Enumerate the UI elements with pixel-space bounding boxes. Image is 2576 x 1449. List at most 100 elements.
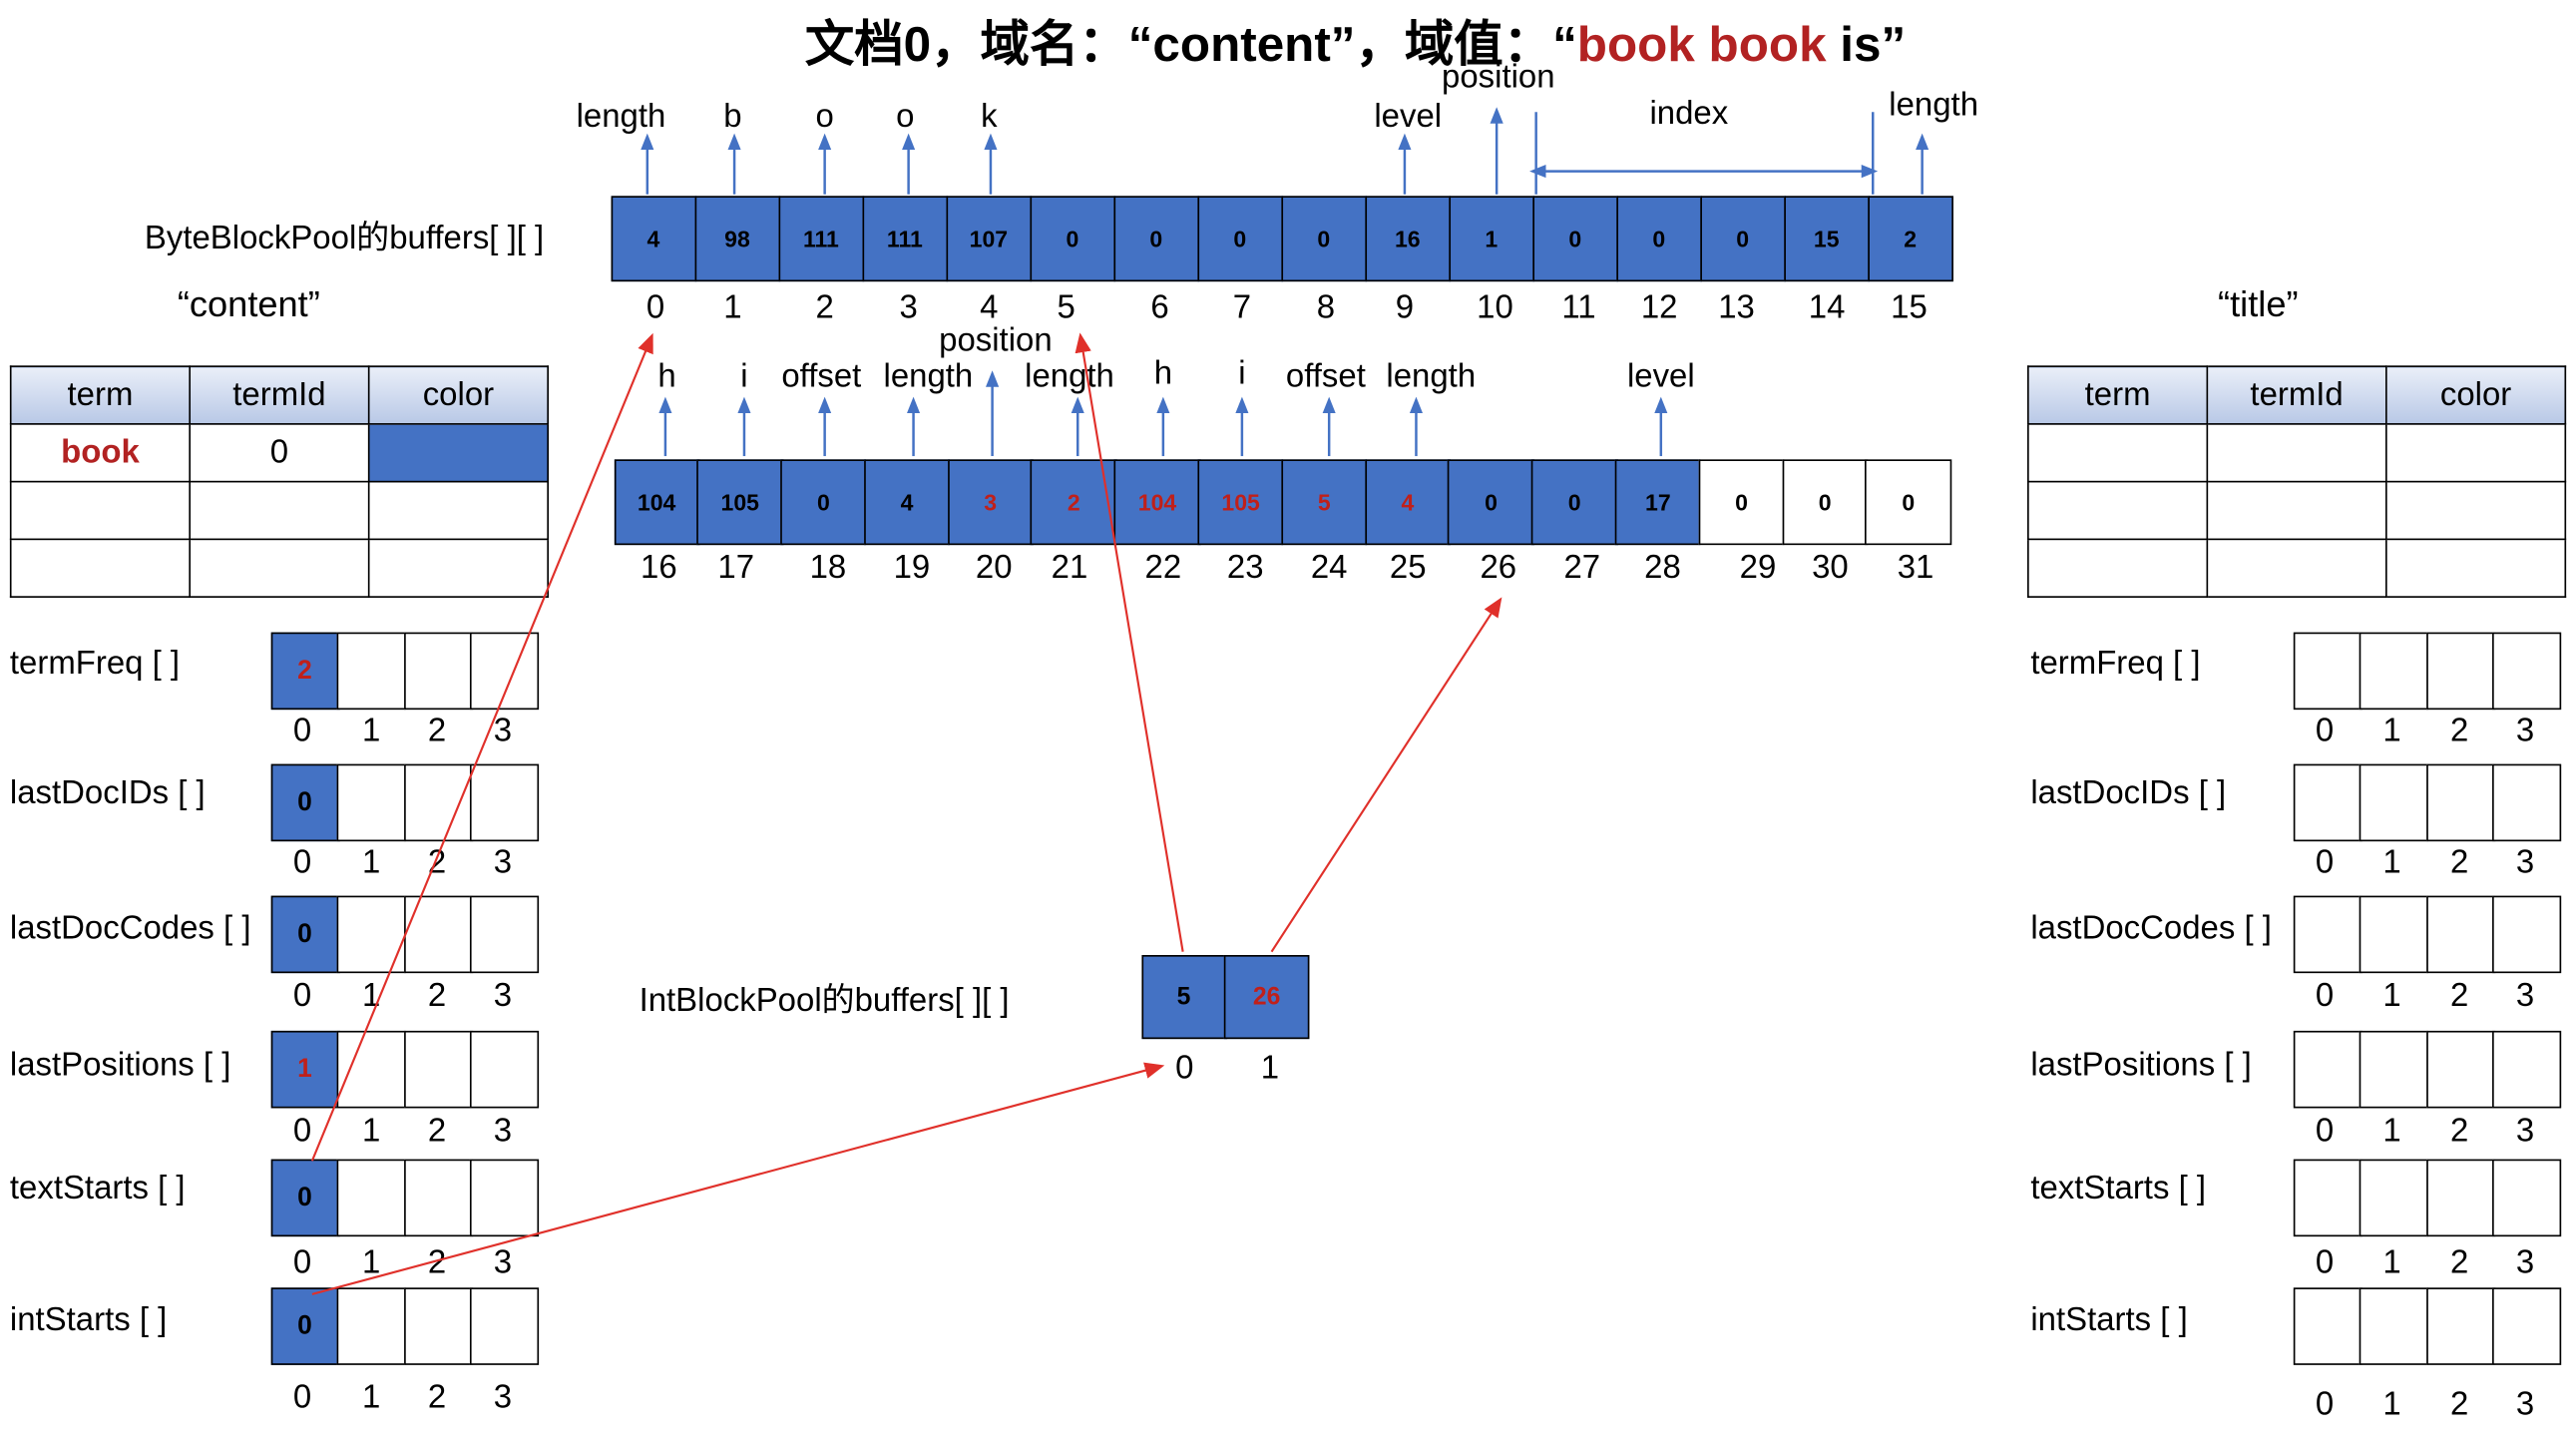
array-cell [2425,632,2495,711]
array-cell [469,1159,540,1237]
array-cell [2492,1030,2562,1109]
array-index-label: 1 [2382,1244,2401,1281]
index-label: 0 [645,289,665,326]
table-row [2027,538,2567,598]
array-index-label: 2 [427,1379,447,1416]
index-label: 16 [641,550,677,587]
array-cell [2359,895,2428,974]
byte-pool-row-1-cell: 0 [1196,196,1284,282]
title-term-table: term termId color [2027,365,2567,598]
array-index-label: 1 [361,1113,381,1150]
title-header-color: color [2385,365,2567,425]
array-cell [2359,632,2428,711]
array-index-label: 2 [427,844,447,881]
index-label: 1 [1260,1050,1280,1087]
table-row [9,538,549,598]
array-cell [336,1030,406,1109]
array-cell [2492,632,2562,711]
row2-label-length: length [883,358,974,395]
byte-pool-row-2-cell: 105 [696,459,783,546]
blue-pointer-arrows [641,107,1930,457]
title-field-name: “title” [2218,282,2299,325]
content-header-term: term [9,365,192,425]
row1-label-index: index [1649,95,1729,132]
index-label: 24 [1310,550,1348,587]
array-cell [2425,1287,2495,1365]
row1-label-o1: o [815,99,834,136]
index-label: 20 [975,550,1013,587]
intpool1-to-byte26-arrow [1270,597,1503,953]
array-cell [2359,1287,2428,1365]
table-cell [367,538,549,598]
array-index-label: 2 [427,1244,447,1281]
int-pool-cell: 26 [1223,955,1310,1040]
row2-label-level: level [1626,358,1695,395]
array-name-label: lastDocCodes [ ] [9,910,251,947]
index-label: 14 [1808,289,1846,326]
array-index-label: 0 [292,713,312,749]
row1-label-length: length [576,99,666,136]
array-name-label: lastPositions [ ] [9,1047,231,1084]
array-cell [2292,1287,2362,1365]
table-cell [2027,538,2209,598]
index-label: 30 [1812,550,1849,587]
array-cell: 0 [269,763,340,842]
array-index-label: 3 [493,1244,513,1281]
table-row [2027,423,2567,483]
array-index-label: 3 [2515,844,2535,881]
row2-label-offset-2: offset [1285,358,1366,395]
row2-label-h: h [657,358,676,395]
array-cell [403,895,473,974]
row2-label-i-2: i [1238,355,1246,392]
array-name-label: textStarts [ ] [2030,1171,2207,1208]
array-name-label: intStarts [ ] [2030,1302,2188,1339]
array-cell [2425,1030,2495,1109]
array-index-label: 2 [2449,713,2469,749]
content-term-book: book [9,423,192,483]
title-book-highlight: book [1576,18,1709,73]
row2-label-length-2: length [1025,358,1114,395]
table-cell [2206,538,2387,598]
byte-pool-row-2-cell: 4 [863,459,951,546]
content-header-color: color [367,365,549,425]
index-label: 5 [1057,289,1075,326]
array-cells: 0 [269,763,540,842]
array-cells [2292,1287,2562,1365]
index-label: 29 [1739,550,1777,587]
array-index-label: 0 [292,1244,312,1281]
table-cell [367,480,549,541]
array-cell [469,1030,540,1109]
array-cell: 2 [269,632,340,711]
index-label: 21 [1051,550,1088,587]
array-index-label: 1 [2382,844,2401,881]
array-index-label: 0 [2315,1113,2335,1150]
array-index-label: 0 [292,844,312,881]
index-label: 7 [1232,289,1252,326]
array-index-label: 3 [2515,713,2535,749]
array-name-label: lastDocCodes [ ] [2030,910,2272,947]
array-index-label: 2 [2449,844,2469,881]
content-term-table: term termId color book 0 [9,365,549,598]
row1-label-b: b [723,99,742,136]
array-name-label: intStarts [ ] [9,1302,168,1339]
row1-label-position: position [1442,59,1555,96]
content-color-cell [367,423,549,483]
array-cells [2292,1030,2562,1109]
array-cells: 2 [269,632,540,711]
array-index-label: 3 [2515,1244,2535,1281]
index-label: 13 [1718,289,1755,326]
array-index-label: 1 [361,713,381,749]
byte-pool-row-1-cell: 0 [1531,196,1618,282]
array-cell [469,1287,540,1365]
table-cell [9,480,192,541]
array-cell [2359,763,2428,842]
index-label: 11 [1561,289,1596,326]
byte-pool-row-2-cell: 105 [1197,459,1284,546]
array-index-label: 0 [292,1113,312,1150]
array-index-label: 0 [2315,1386,2335,1423]
byte-pool-row-1-cell: 107 [945,196,1033,282]
